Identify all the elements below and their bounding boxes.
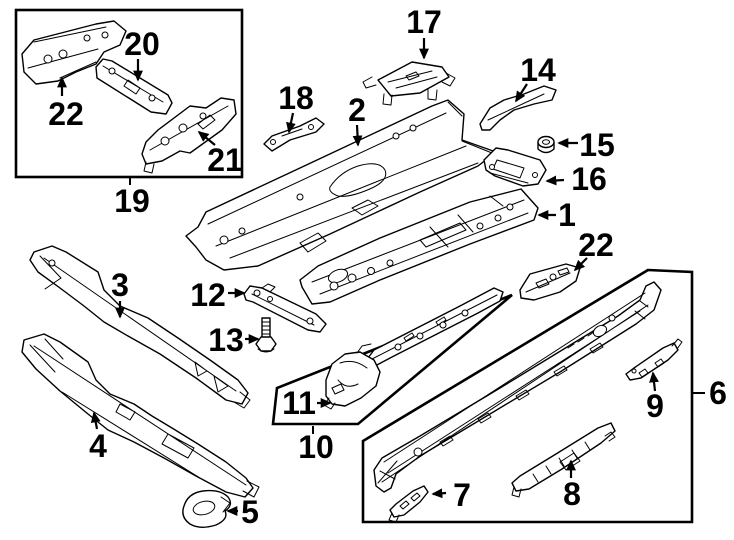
callout-label-2[interactable]: 2 <box>348 92 366 128</box>
callout-label-10[interactable]: 10 <box>298 429 334 465</box>
callout-13[interactable]: 13 <box>208 322 260 358</box>
callout-10[interactable]: 10 <box>298 426 334 465</box>
assembly-box-19 <box>14 8 244 179</box>
callout-22-right[interactable]: 22 <box>573 227 614 272</box>
callout-3[interactable]: 3 <box>111 267 129 319</box>
part-1-drawing <box>299 188 539 305</box>
callout-18[interactable]: 18 <box>278 80 314 134</box>
assembly-box-6 <box>361 268 694 524</box>
callout-19[interactable]: 19 <box>114 178 150 219</box>
callout-label-19[interactable]: 19 <box>114 183 150 219</box>
part-8-drawing <box>511 422 616 498</box>
callout-label-14[interactable]: 14 <box>520 52 556 88</box>
callout-8[interactable]: 8 <box>563 459 581 512</box>
callout-label-5[interactable]: 5 <box>241 494 259 530</box>
callout-label-4[interactable]: 4 <box>89 428 107 464</box>
part-18-drawing <box>263 117 325 152</box>
callout-arrow-4 <box>90 411 101 430</box>
callout-1[interactable]: 1 <box>537 197 576 233</box>
part-16-drawing <box>483 147 547 187</box>
callout-4[interactable]: 4 <box>89 411 107 464</box>
callout-label-13[interactable]: 13 <box>208 322 244 358</box>
callouts: 20 22 21 19 17 18 2 14 <box>48 4 727 530</box>
callout-label-22-right[interactable]: 22 <box>578 227 614 263</box>
callout-2[interactable]: 2 <box>348 92 366 147</box>
part-17-drawing <box>362 61 456 106</box>
callout-12[interactable]: 12 <box>190 277 246 313</box>
part-12-drawing <box>243 283 327 333</box>
callout-label-3[interactable]: 3 <box>111 267 129 303</box>
part-2-drawing <box>185 99 497 271</box>
callout-label-6[interactable]: 6 <box>709 375 727 411</box>
callout-arrow-21 <box>197 130 216 146</box>
callout-arrow-18 <box>286 112 296 134</box>
callout-label-8[interactable]: 8 <box>563 476 581 512</box>
part-13-drawing <box>255 317 277 353</box>
callout-9[interactable]: 9 <box>646 371 664 424</box>
part-22-left-drawing <box>21 20 127 85</box>
callout-label-22-left[interactable]: 22 <box>48 96 84 132</box>
callout-label-7[interactable]: 7 <box>453 477 471 513</box>
part-20-drawing <box>95 58 173 115</box>
callout-17[interactable]: 17 <box>406 4 442 60</box>
callout-14[interactable]: 14 <box>515 52 556 103</box>
callout-21[interactable]: 21 <box>197 130 243 178</box>
callout-label-21[interactable]: 21 <box>207 142 243 178</box>
part-6-rocker-drawing <box>373 281 662 493</box>
callout-label-12[interactable]: 12 <box>190 277 226 313</box>
assembly-box-19-border <box>14 8 244 179</box>
callout-label-20[interactable]: 20 <box>124 26 160 62</box>
callout-arrow-9 <box>649 371 659 392</box>
assembly-box-6-border <box>361 268 694 524</box>
callout-20[interactable]: 20 <box>124 26 160 82</box>
callout-7[interactable]: 7 <box>431 477 471 513</box>
part-3-drawing <box>29 245 251 409</box>
part-5-drawing <box>182 489 232 528</box>
part-11-drawing <box>323 343 381 410</box>
part-10-rail-drawing <box>367 287 504 367</box>
callout-label-17[interactable]: 17 <box>406 4 442 40</box>
callout-label-9[interactable]: 9 <box>646 388 664 424</box>
part-4-drawing <box>21 333 260 498</box>
callout-15[interactable]: 15 <box>557 127 615 163</box>
callout-arrow-14 <box>515 83 528 103</box>
callout-5[interactable]: 5 <box>226 494 259 530</box>
callout-6[interactable]: 6 <box>692 375 727 411</box>
part-15-drawing <box>537 135 555 154</box>
part-22-right-drawing <box>519 263 581 301</box>
callout-arrow-16 <box>545 175 565 186</box>
callout-label-15[interactable]: 15 <box>579 127 615 163</box>
callout-22-left[interactable]: 22 <box>48 76 84 132</box>
part-7-drawing <box>388 485 429 523</box>
part-9-drawing <box>625 338 683 381</box>
part-21-drawing <box>141 97 237 174</box>
callout-arrow-22-right <box>573 257 588 272</box>
callout-arrow-2 <box>352 124 363 147</box>
part-14-drawing <box>479 85 557 131</box>
callout-label-16[interactable]: 16 <box>571 161 607 197</box>
callout-arrow-7 <box>431 488 447 499</box>
callout-label-18[interactable]: 18 <box>278 80 314 116</box>
callout-11[interactable]: 11 <box>282 385 332 421</box>
callout-16[interactable]: 16 <box>545 161 607 197</box>
assembly-box-10 <box>271 287 513 426</box>
callout-label-11[interactable]: 11 <box>282 385 316 421</box>
callout-label-1[interactable]: 1 <box>558 197 576 233</box>
